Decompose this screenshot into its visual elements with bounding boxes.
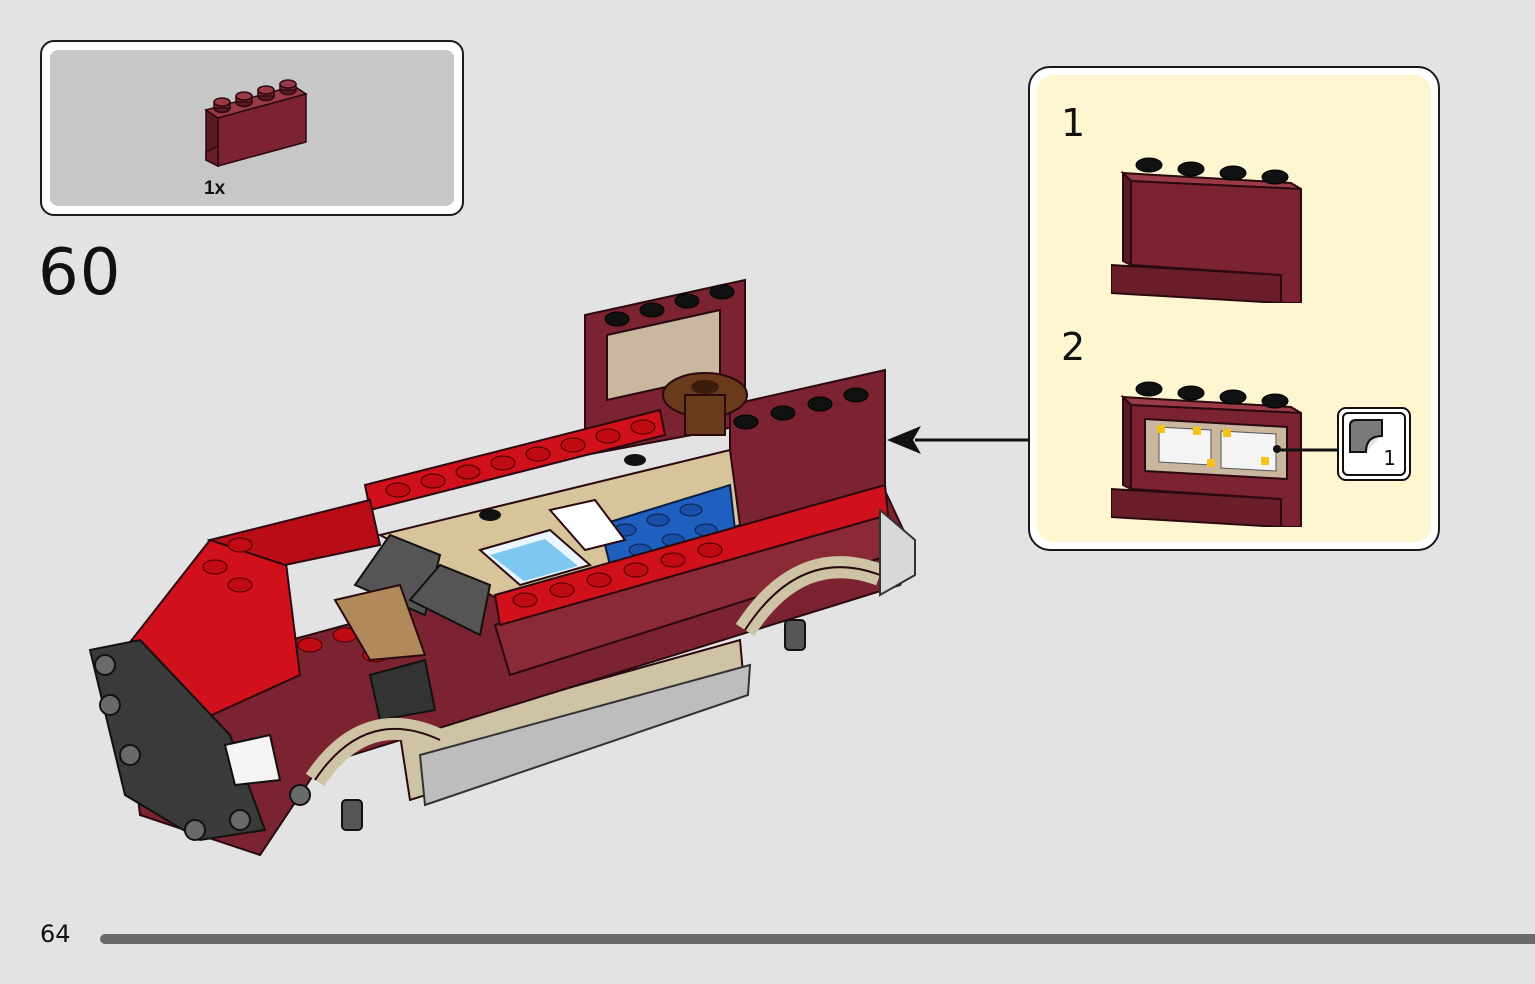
parts-list-box: 1x <box>40 40 464 216</box>
page-number: 64 <box>40 920 71 948</box>
sub-assembly-panel: 1 2 <box>1037 75 1431 542</box>
car-model-illustration <box>88 278 917 857</box>
sub-assembly-callout: 1 2 <box>1028 66 1440 551</box>
sticker-number: 1 <box>1383 446 1396 470</box>
panel-brick-icon <box>1111 157 1302 303</box>
step-number: 60 <box>38 236 122 310</box>
panel-with-sticker-icon <box>1111 381 1302 527</box>
sticker-pointer-line <box>1277 448 1341 452</box>
sticker-callout: 1 <box>1337 407 1411 481</box>
progress-bar <box>100 934 1535 944</box>
sticker-callout-inner: 1 <box>1342 412 1406 476</box>
part-quantity: 1x <box>204 178 226 199</box>
callout-arrow-icon <box>887 426 1031 454</box>
panel-brick-icon <box>204 79 308 168</box>
sticker-icon <box>1349 419 1383 453</box>
sub-step-number-2: 2 <box>1061 325 1086 369</box>
parts-list-panel: 1x <box>50 50 454 206</box>
sub-step-number-1: 1 <box>1061 101 1086 145</box>
